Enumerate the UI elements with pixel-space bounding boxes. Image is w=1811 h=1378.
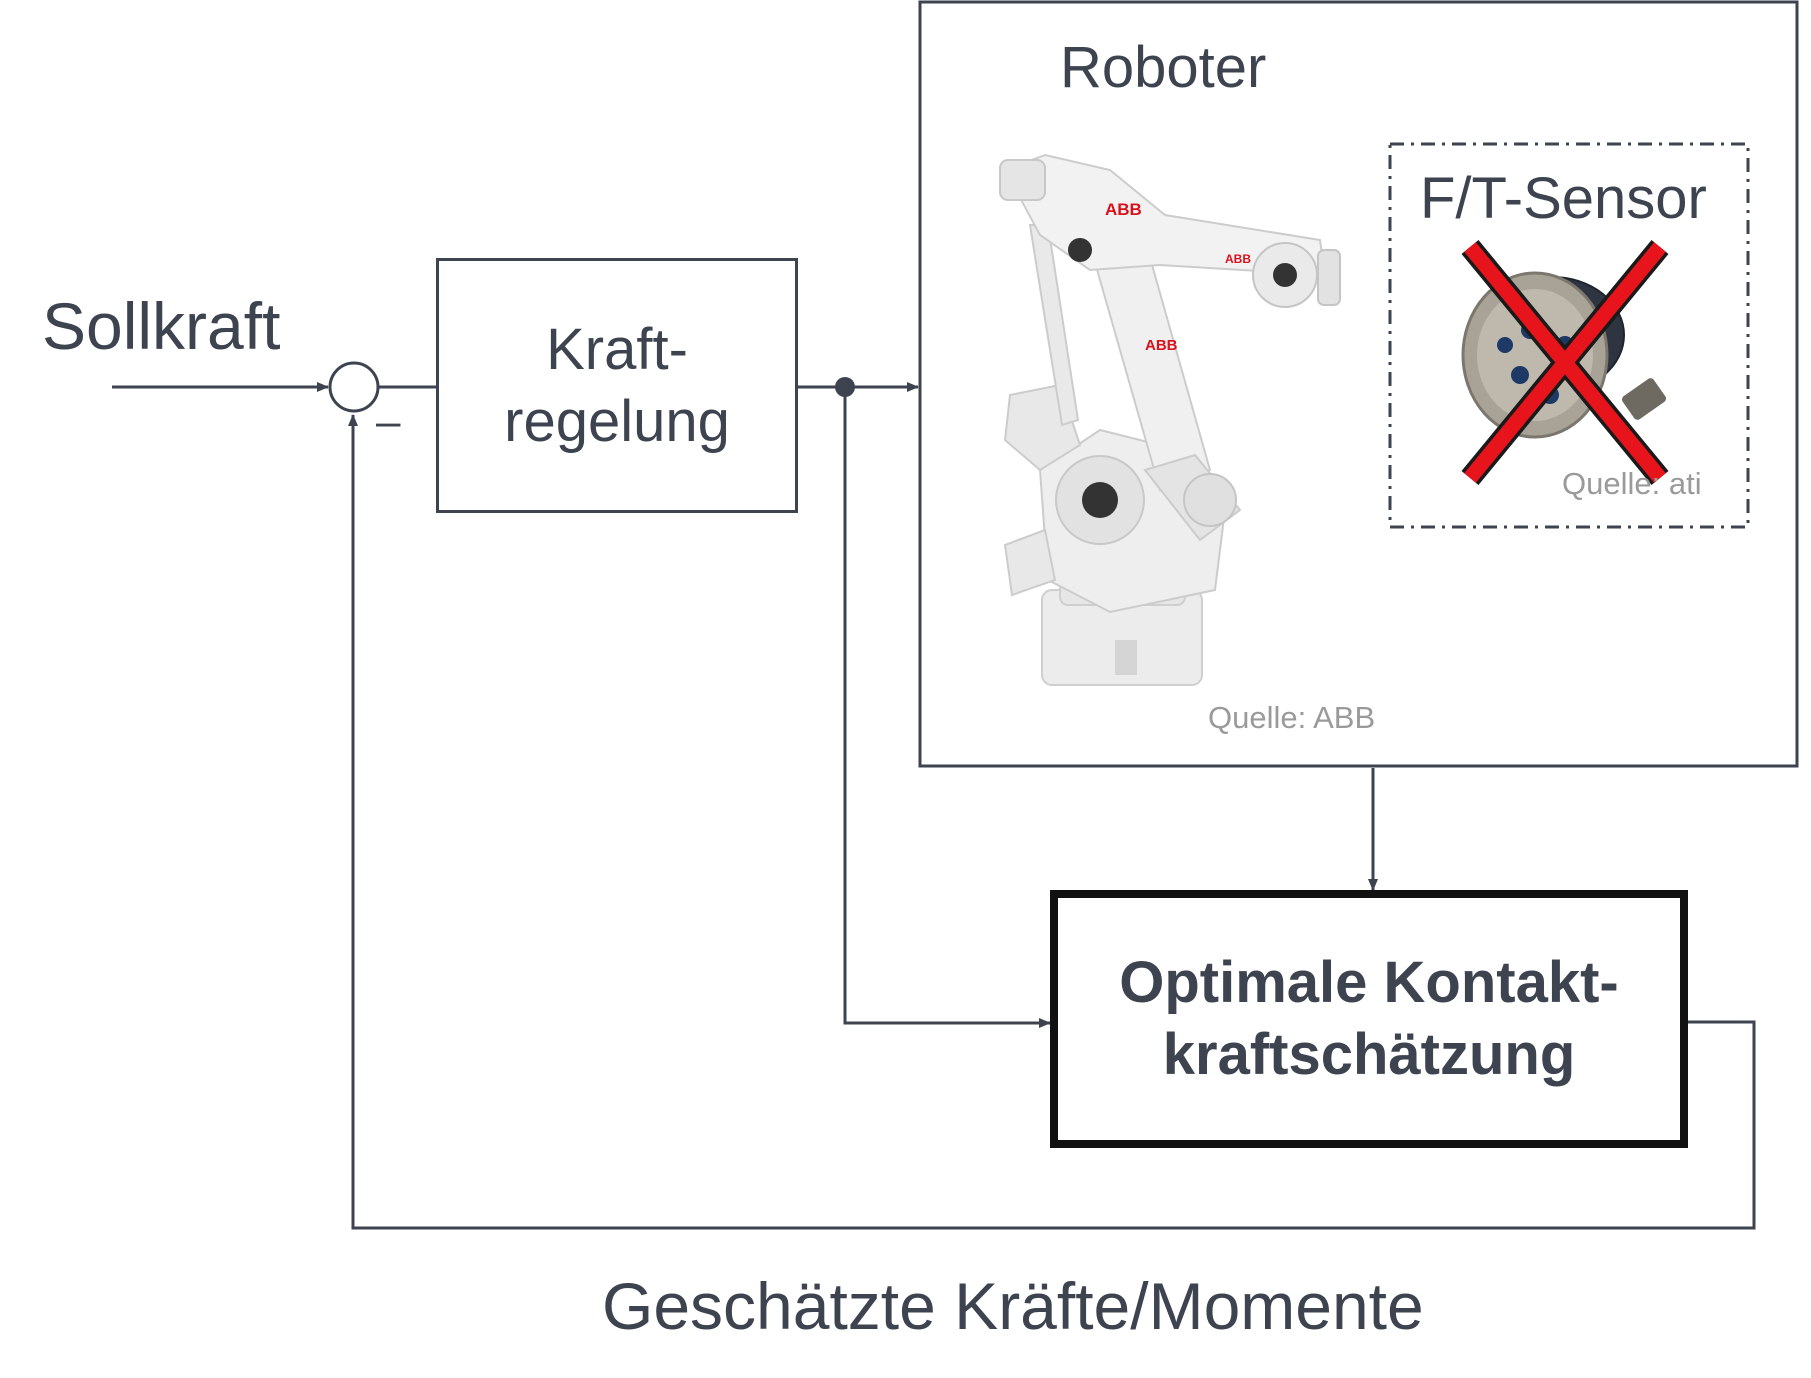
sensor-title: F/T-Sensor [1420,166,1707,231]
estimator-label-line1: Optimale Kontakt- [1119,950,1619,1015]
removed-cross-icon [1461,240,1669,485]
estimator-block: Optimale Kontakt- kraftschätzung [1050,890,1688,1148]
controller-label-line1: Kraft- [546,316,688,382]
input-label: Sollkraft [42,289,281,363]
minus-sign: – [376,397,401,446]
sensor-source: Quelle: ati [1562,466,1702,501]
robot-box [918,0,1799,768]
feedback-path [348,414,1756,1230]
abb-logo: ABB [1145,337,1178,354]
ft-sensor-image [1461,271,1667,439]
feedback-label: Geschätzte Kräfte/Momente [602,1269,1424,1343]
abb-logo: ABB [1105,200,1142,219]
estimator-label-line2: kraftschätzung [1162,1022,1576,1087]
industrial-robot-image [999,153,1341,686]
summing-junction [328,361,380,413]
controller-block: Kraft- regelung [436,258,798,513]
branch-to-estimator-arrow [843,387,1051,1028]
robot-source: Quelle: ABB [1208,700,1376,735]
robot-title: Roboter [1060,35,1267,100]
abb-logo: ABB [1225,252,1251,266]
controller-label-line2: regelung [504,388,730,454]
sensor-box [1388,142,1750,529]
